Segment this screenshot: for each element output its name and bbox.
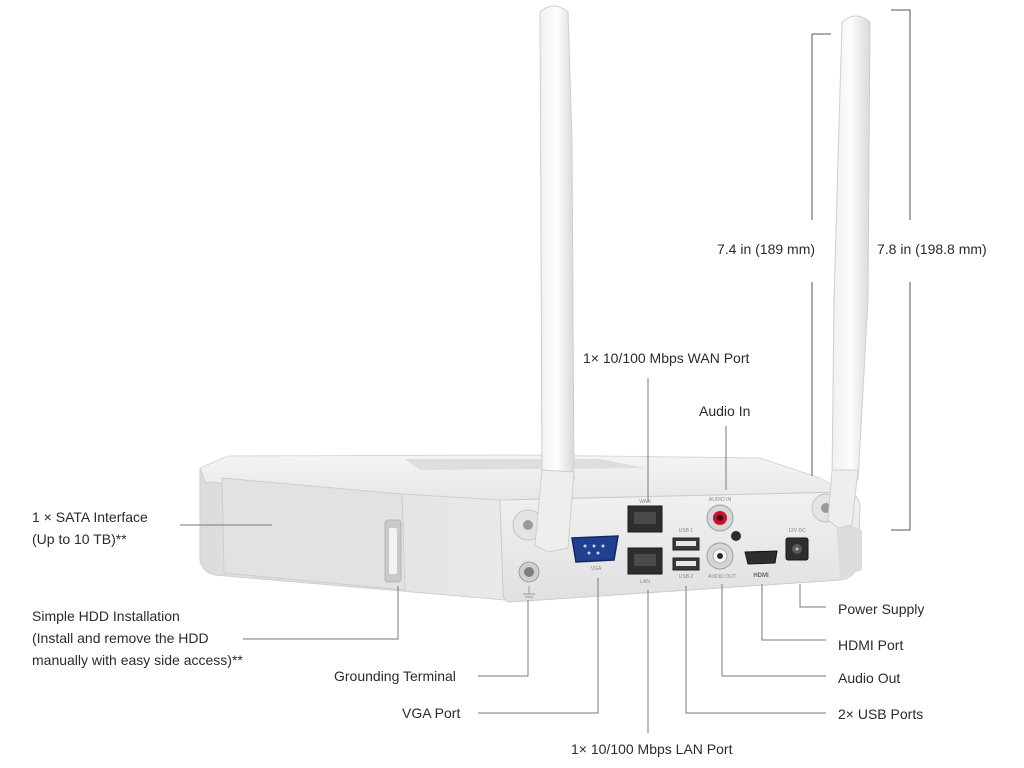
leader-power bbox=[799, 584, 826, 608]
audio-in-port: AUDIO IN bbox=[706, 497, 741, 541]
vga-port-label: VGA bbox=[591, 566, 602, 572]
lan-port-callout: 1× 10/100 Mbps LAN Port bbox=[571, 741, 733, 757]
usb1-label: USB 1 bbox=[679, 528, 694, 534]
nvr-device bbox=[199, 454, 862, 603]
leader-vga bbox=[478, 578, 599, 714]
sata-line-2: (Up to 10 TB)** bbox=[32, 531, 127, 547]
grounding-terminal-label: Grounding Terminal bbox=[334, 668, 456, 684]
leader-hdd bbox=[243, 586, 399, 640]
leader-audio-out bbox=[721, 584, 826, 677]
antenna-right bbox=[827, 15, 871, 529]
leader-grounding bbox=[478, 600, 529, 677]
antenna-base-left bbox=[512, 509, 544, 541]
hdd-line-1: Simple HDD Installation bbox=[32, 608, 180, 624]
hdmi-port: HDMI bbox=[744, 550, 778, 579]
power-supply-port: 12V DC bbox=[785, 528, 809, 561]
power-supply-callout: Power Supply bbox=[838, 601, 925, 617]
power-port-label: 12V DC bbox=[788, 528, 806, 534]
dimension-bracket-antenna bbox=[891, 9, 911, 531]
grounding-terminal bbox=[518, 561, 540, 598]
wan-port-label: WAN bbox=[639, 499, 651, 505]
audio-out-callout: Audio Out bbox=[838, 670, 901, 686]
sata-interface-label: 1 × SATA Interface (Up to 10 TB)** bbox=[32, 506, 148, 550]
leader-usb bbox=[685, 586, 826, 714]
usb-ports: USB 1 USB 2 bbox=[672, 528, 700, 580]
lan-port-label: LAN bbox=[640, 579, 650, 585]
leader-lines bbox=[180, 378, 826, 733]
audio-out-label: AUDIO OUT bbox=[708, 574, 736, 580]
antenna-left bbox=[534, 5, 575, 553]
hdd-line-2: (Install and remove the HDD bbox=[32, 630, 209, 646]
audio-in-callout: Audio In bbox=[699, 403, 751, 419]
vga-port-callout: VGA Port bbox=[402, 705, 461, 721]
sata-line-1: 1 × SATA Interface bbox=[32, 509, 148, 525]
leader-hdmi bbox=[761, 584, 826, 641]
hdmi-port-callout: HDMI Port bbox=[838, 637, 904, 653]
antenna-height-label: 7.8 in (198.8 mm) bbox=[877, 241, 987, 257]
vga-port: VGA bbox=[571, 535, 619, 572]
audio-out-port: AUDIO OUT bbox=[706, 542, 736, 580]
hdmi-port-label: HDMI bbox=[753, 573, 769, 579]
hdd-installation-label: Simple HDD Installation (Install and rem… bbox=[32, 605, 243, 671]
lan-port: LAN bbox=[627, 547, 663, 585]
wan-port: WAN bbox=[627, 499, 663, 533]
hdd-line-3: manually with easy side access)** bbox=[32, 652, 243, 668]
usb-ports-callout: 2× USB Ports bbox=[838, 706, 924, 722]
usb2-label: USB 2 bbox=[679, 574, 694, 580]
audio-in-label: AUDIO IN bbox=[709, 497, 732, 503]
dimension-bracket-device bbox=[811, 33, 831, 476]
device-height-label: 7.4 in (189 mm) bbox=[717, 241, 816, 257]
wan-port-callout: 1× 10/100 Mbps WAN Port bbox=[583, 350, 750, 366]
